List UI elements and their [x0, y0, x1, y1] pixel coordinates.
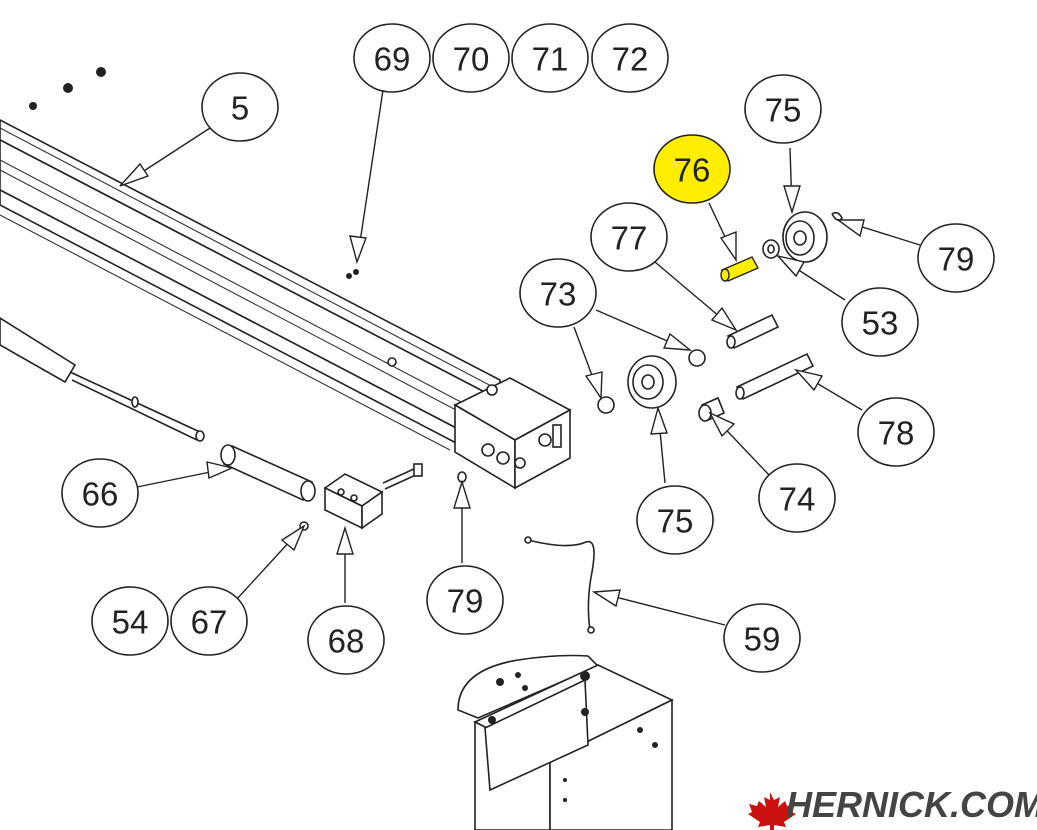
callout-75-upper[interactable]: 75: [744, 74, 822, 144]
bolt-part: [382, 463, 423, 490]
callout-74-label: 74: [779, 481, 816, 518]
callout-70-label: 70: [453, 41, 490, 78]
cylinder-rod: [0, 317, 205, 442]
callout-77-label: 77: [611, 220, 648, 257]
bushing-73-parts: [597, 349, 706, 414]
callout-69[interactable]: 69: [353, 23, 431, 93]
callout-5[interactable]: 5: [201, 72, 279, 142]
callout-68-label: 68: [328, 623, 365, 660]
pin-77-part: [726, 313, 780, 350]
pulley-75-upper: [782, 211, 828, 263]
callout-66[interactable]: 66: [61, 458, 139, 528]
callout-75-upper-label: 75: [765, 92, 802, 129]
callout-72[interactable]: 72: [591, 23, 669, 93]
callout-76[interactable]: 76: [653, 134, 731, 204]
callout-75-lower[interactable]: 75: [636, 485, 714, 555]
callout-59-label: 59: [744, 621, 781, 658]
callout-75-lower-label: 75: [657, 503, 694, 540]
callout-78-label: 78: [878, 415, 915, 452]
callout-59[interactable]: 59: [723, 603, 801, 673]
pin-66-part: [220, 444, 316, 502]
callout-73[interactable]: 73: [519, 258, 597, 328]
callout-79-lower[interactable]: 79: [426, 565, 504, 635]
callout-73-label: 73: [540, 276, 577, 313]
callout-71[interactable]: 71: [511, 23, 589, 93]
callout-53[interactable]: 53: [841, 287, 919, 357]
leader-lines: [119, 89, 921, 626]
callout-66-label: 66: [82, 476, 119, 513]
callout-79-upper[interactable]: 79: [917, 223, 995, 293]
washer-53-hole: [767, 244, 775, 254]
pin-76-part: [720, 256, 759, 282]
callout-67[interactable]: 67: [170, 586, 248, 656]
callout-77[interactable]: 77: [590, 202, 668, 272]
pulley-75-lower: [627, 355, 677, 409]
cable-59-part: [524, 536, 595, 634]
callout-70[interactable]: 70: [432, 23, 510, 93]
watermark: HERNICK.COM: [748, 784, 1037, 830]
callout-71-label: 71: [532, 41, 569, 78]
pin-78-part: [735, 352, 815, 401]
callout-68[interactable]: 68: [307, 605, 385, 675]
main-beam: [0, 119, 572, 490]
hardware-dots: [29, 67, 359, 279]
maple-leaf-icon: [748, 792, 796, 830]
callout-72-label: 72: [612, 41, 649, 78]
watermark-text: HERNICK.COM: [786, 784, 1037, 825]
callout-67-label: 67: [191, 604, 228, 641]
callout-54-label: 54: [112, 604, 149, 641]
callout-53-label: 53: [862, 305, 899, 342]
callout-79-upper-label: 79: [938, 241, 975, 278]
callout-74[interactable]: 74: [758, 463, 836, 533]
spacer-74-part: [698, 396, 726, 422]
callout-69-label: 69: [374, 41, 411, 78]
base-cabinet: [457, 654, 674, 830]
clip-79-part: [831, 211, 843, 222]
callout-76-label: 76: [674, 152, 711, 189]
callout-78[interactable]: 78: [857, 397, 935, 467]
block-68-part: [323, 473, 384, 530]
callout-54[interactable]: 54: [91, 586, 169, 656]
callout-79-lower-label: 79: [447, 583, 484, 620]
callout-5-label: 5: [231, 90, 249, 127]
